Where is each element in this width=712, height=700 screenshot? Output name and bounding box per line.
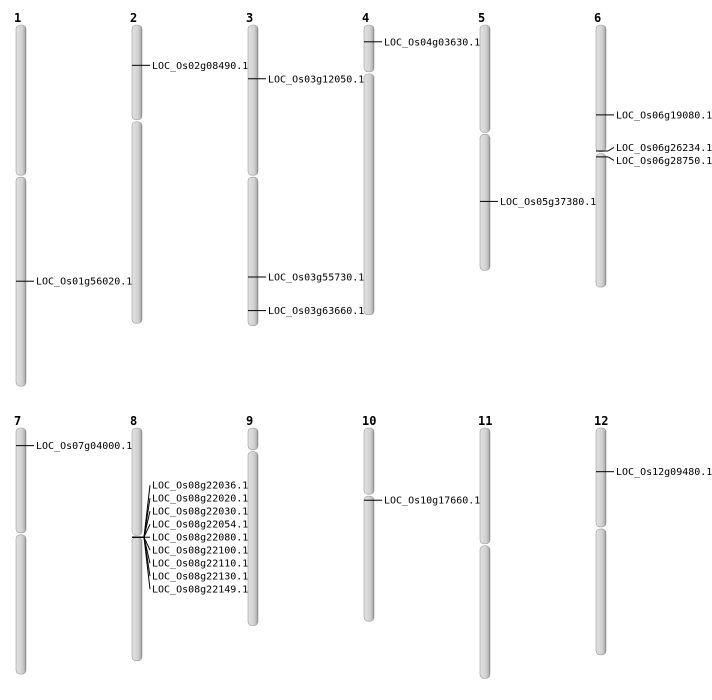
chromosome-label: 9 xyxy=(246,414,253,428)
gene-label: LOC_Os06g28750.1 xyxy=(616,156,712,167)
gene-marker[interactable]: LOC_Os03g55730.1 xyxy=(248,273,364,284)
chromosome-long-arm xyxy=(247,451,259,626)
gene-label: LOC_Os08g22054.1 xyxy=(152,520,248,531)
chromosome-label: 10 xyxy=(362,414,376,428)
chromosome-label: 12 xyxy=(594,414,608,428)
gene-label: LOC_Os03g55730.1 xyxy=(268,273,364,284)
chromosome-label: 3 xyxy=(246,11,253,25)
chromosome-label: 1 xyxy=(14,11,21,25)
gene-marker[interactable]: LOC_Os02g08490.1 xyxy=(132,61,248,72)
chromosome-long-arm xyxy=(479,134,491,271)
gene-label: LOC_Os07g04000.1 xyxy=(36,441,132,452)
chromosome-long-arm xyxy=(15,534,27,675)
chromosome-long-arm xyxy=(363,73,375,316)
chromosome-label: 5 xyxy=(478,11,485,25)
chromosome-short-arm xyxy=(595,24,607,152)
gene-marker[interactable]: LOC_Os12g09480.1 xyxy=(596,467,712,478)
chromosome-short-arm xyxy=(247,24,259,176)
chromosome-label: 11 xyxy=(478,414,492,428)
chromosome-8: 8LOC_Os08g22036.1LOC_Os08g22020.1LOC_Os0… xyxy=(130,414,248,661)
chromosome-11: 11 xyxy=(478,414,492,679)
gene-marker[interactable]: LOC_Os06g28750.1 xyxy=(596,156,712,167)
chromosome-long-arm xyxy=(595,153,607,288)
gene-marker[interactable]: LOC_Os05g37380.1 xyxy=(480,197,596,208)
gene-label: LOC_Os06g26234.1 xyxy=(616,143,712,154)
gene-label: LOC_Os06g19080.1 xyxy=(616,110,712,121)
chromosome-short-arm xyxy=(131,24,143,121)
chromosome-short-arm xyxy=(479,24,491,133)
gene-label: LOC_Os04g03630.1 xyxy=(384,37,480,48)
gene-leader xyxy=(143,537,151,590)
gene-marker[interactable]: LOC_Os08g22149.1 xyxy=(132,536,248,596)
chromosome-long-arm xyxy=(363,495,375,622)
chromosome-label: 8 xyxy=(130,414,137,428)
gene-marker[interactable]: LOC_Os03g12050.1 xyxy=(248,74,364,85)
gene-marker[interactable]: LOC_Os06g19080.1 xyxy=(596,110,712,121)
gene-label: LOC_Os08g22149.1 xyxy=(152,585,248,596)
chromosome-short-arm xyxy=(247,427,259,450)
chromosome-short-arm xyxy=(363,427,375,495)
chromosome-short-arm xyxy=(131,427,143,536)
chromosome-short-arm xyxy=(15,427,27,534)
gene-label: LOC_Os03g12050.1 xyxy=(268,74,364,85)
chromosome-long-arm xyxy=(247,176,259,327)
gene-label: LOC_Os08g22020.1 xyxy=(152,494,248,505)
gene-label: LOC_Os02g08490.1 xyxy=(152,61,248,72)
chromosome-long-arm xyxy=(595,528,607,656)
chromosome-label: 7 xyxy=(14,414,21,428)
gene-label: LOC_Os12g09480.1 xyxy=(616,467,712,478)
gene-label: LOC_Os08g22036.1 xyxy=(152,481,248,492)
gene-label: LOC_Os03g63660.1 xyxy=(268,306,364,317)
chromosome-label: 6 xyxy=(594,11,601,25)
gene-leader xyxy=(607,147,615,152)
gene-label: LOC_Os08g22030.1 xyxy=(152,507,248,518)
gene-marker[interactable]: LOC_Os04g03630.1 xyxy=(364,37,480,48)
gene-marker[interactable]: LOC_Os10g17660.1 xyxy=(364,496,480,507)
chromosome-label: 4 xyxy=(362,11,369,25)
gene-leader xyxy=(143,523,151,538)
gene-marker[interactable]: LOC_Os03g63660.1 xyxy=(248,306,364,317)
gene-marker[interactable]: LOC_Os01g56020.1 xyxy=(16,277,132,288)
chromosome-6: 6LOC_Os06g19080.1LOC_Os06g26234.1LOC_Os0… xyxy=(594,11,712,288)
gene-label: LOC_Os01g56020.1 xyxy=(36,277,132,288)
gene-label: LOC_Os08g22130.1 xyxy=(152,572,248,583)
chromosome-label: 2 xyxy=(130,11,137,25)
chromosome-short-arm xyxy=(15,24,27,176)
chromosome-short-arm xyxy=(595,427,607,528)
chromosome-9: 9 xyxy=(246,414,259,626)
chromosome-short-arm xyxy=(479,427,491,545)
chromosome-3: 3LOC_Os03g12050.1LOC_Os03g55730.1LOC_Os0… xyxy=(246,11,364,327)
gene-label: LOC_Os08g22100.1 xyxy=(152,546,248,557)
gene-marker[interactable]: LOC_Os08g22080.1 xyxy=(132,533,248,544)
chromosome-long-arm xyxy=(131,121,143,324)
gene-label: LOC_Os08g22110.1 xyxy=(152,559,248,570)
gene-label: LOC_Os05g37380.1 xyxy=(500,197,596,208)
gene-label: LOC_Os10g17660.1 xyxy=(384,496,480,507)
gene-leader xyxy=(143,511,151,538)
gene-marker[interactable]: LOC_Os07g04000.1 xyxy=(16,441,132,452)
chromosome-long-arm xyxy=(131,537,143,661)
chromosome-short-arm xyxy=(363,24,375,73)
gene-marker[interactable]: LOC_Os06g26234.1 xyxy=(596,143,712,154)
gene-leader xyxy=(607,156,615,161)
chromosome-long-arm xyxy=(479,545,491,679)
gene-label: LOC_Os08g22080.1 xyxy=(152,533,248,544)
